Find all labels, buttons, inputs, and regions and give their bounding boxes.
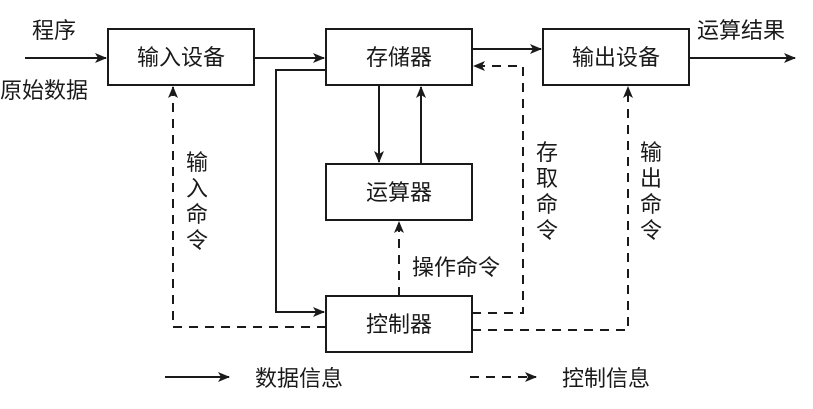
label-access-command-char: 存: [536, 141, 558, 166]
label-input-command-char: 入: [186, 177, 208, 202]
label-access-command-char: 令: [536, 219, 558, 244]
legend: 数据信息 控制信息: [165, 367, 650, 392]
legend-control-info: 控制信息: [562, 367, 650, 392]
label-access-command-char: 取: [536, 167, 558, 192]
node-controller: 控制器: [325, 295, 473, 353]
label-access-command: 存 取 命 令: [536, 141, 558, 244]
arrow-access-command: [472, 61, 524, 314]
node-memory-label: 存储器: [366, 46, 432, 71]
label-output-command-char: 命: [640, 193, 662, 218]
legend-data-info: 数据信息: [255, 367, 343, 392]
node-output-device: 输出设备: [542, 28, 690, 86]
label-input-command-char: 令: [186, 229, 208, 254]
node-controller-label: 控制器: [366, 313, 432, 338]
node-alu-label: 运算器: [366, 181, 432, 206]
label-access-command-char: 命: [536, 193, 558, 218]
arrow-input-command: [168, 86, 326, 328]
label-input-command-char: 命: [186, 203, 208, 228]
node-memory: 存储器: [325, 28, 473, 86]
label-output-command-char: 令: [640, 219, 662, 244]
arrow-memory-to-controller: [275, 69, 326, 317]
label-result: 运算结果: [697, 19, 785, 44]
label-input-command-char: 输: [186, 151, 208, 176]
label-output-command-char: 出: [640, 167, 662, 192]
arrow-output-command: [472, 86, 633, 331]
label-raw-data: 原始数据: [0, 79, 88, 104]
node-alu: 运算器: [325, 163, 473, 221]
label-program: 程序: [32, 19, 76, 44]
label-output-command-char: 输: [640, 141, 662, 166]
label-operate-command: 操作命令: [412, 256, 500, 281]
node-input-device: 输入设备: [107, 28, 255, 86]
label-output-command: 输 出 命 令: [640, 141, 662, 244]
node-output-device-label: 输出设备: [572, 46, 660, 71]
label-input-command: 输 入 命 令: [186, 151, 208, 254]
node-input-device-label: 输入设备: [137, 46, 225, 71]
